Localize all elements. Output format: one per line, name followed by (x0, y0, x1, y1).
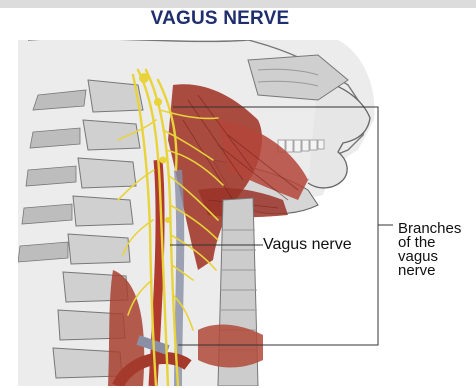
branches-label-line-4: nerve (398, 264, 461, 278)
anatomy-illustration (18, 40, 476, 386)
page-title: VAGUS NERVE (0, 8, 440, 30)
vagus-nerve-label: Vagus nerve (263, 237, 352, 252)
top-strip (0, 0, 476, 8)
branches-label: Branches of the vagus nerve (398, 222, 461, 278)
